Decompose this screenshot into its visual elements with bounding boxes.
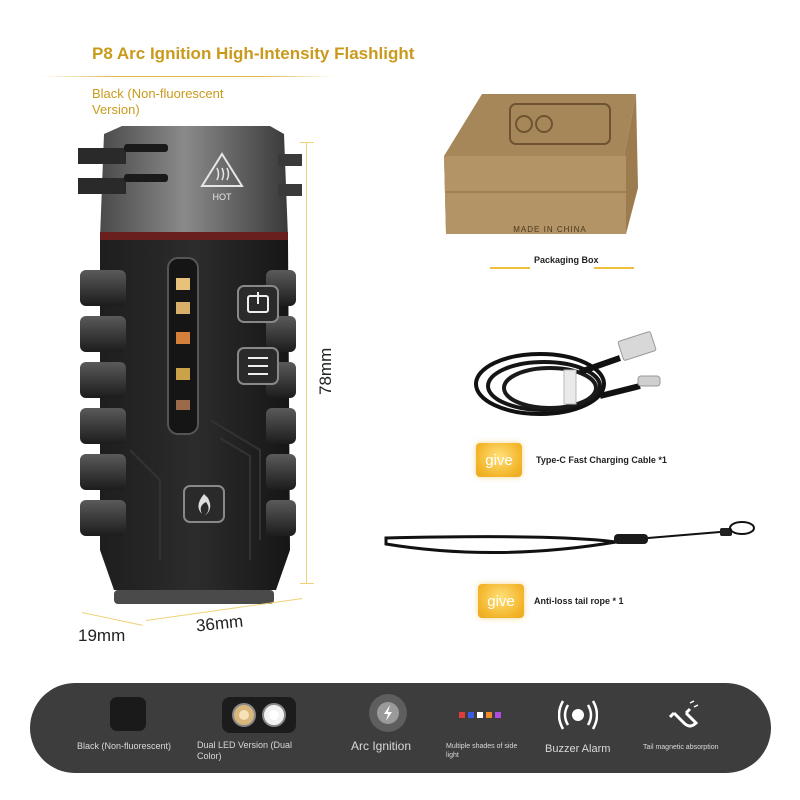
give-badge-rope: give: [478, 584, 524, 618]
height-dimension-line: [306, 142, 307, 584]
usb-cable-image: [474, 331, 661, 416]
feature-label-side-light: Multiple shades of side light: [446, 743, 518, 759]
color-dots-icon: [457, 711, 507, 719]
mode-button[interactable]: [237, 347, 279, 385]
give-badge-cable: give: [476, 443, 522, 477]
feature-label-dual-led: Dual LED Version (Dual Color): [197, 740, 293, 761]
hot-label: HOT: [213, 192, 233, 202]
side-light-color-dot: [459, 712, 465, 718]
box-print-label: MADE IN CHINA: [513, 225, 586, 234]
packaging-caption-rule-left: [490, 267, 530, 269]
buzzer-alarm-icon: [558, 697, 598, 733]
height-dimension-cap-top: [300, 142, 314, 143]
packaging-caption-rule-right: [594, 267, 634, 269]
side-light-strip: [167, 257, 199, 435]
dual-led-icon: [222, 697, 296, 733]
width-dimension-label: 36mm: [195, 611, 245, 636]
magnet-icon: [666, 699, 702, 733]
height-dimension-cap-bottom: [300, 583, 314, 584]
depth-dimension-label: 19mm: [78, 626, 126, 645]
flashlight-tail: [114, 590, 274, 604]
flashlight-image: HOT: [78, 126, 302, 604]
color-version-label: Black (Non-fluorescent Version): [92, 86, 224, 117]
hot-warning-icon: [200, 152, 244, 187]
arc-ignition-icon: [368, 693, 408, 733]
feature-label-arc-ignition: Arc Ignition: [351, 739, 412, 753]
side-light-color-dot: [468, 712, 474, 718]
feature-label-black: Black (Non-fluorescent): [77, 741, 172, 751]
flashlight-head: [100, 126, 288, 238]
title-underline: [40, 76, 336, 77]
arc-ignition-button[interactable]: [183, 485, 225, 523]
black-swatch-icon: [110, 697, 146, 731]
cable-caption: Type-C Fast Charging Cable *1: [536, 455, 667, 465]
rope-caption: Anti-loss tail rope * 1: [534, 596, 624, 606]
packaging-box-caption: Packaging Box: [534, 255, 599, 265]
lanyard-image: [384, 521, 755, 554]
side-light-color-dot: [486, 712, 492, 718]
features-bar: [30, 683, 771, 773]
power-button[interactable]: [237, 285, 279, 323]
packaging-box-image: MADE IN CHINA: [444, 94, 638, 234]
height-dimension-label: 78mm: [316, 347, 335, 395]
feature-label-magnetic: Tail magnetic absorption: [643, 744, 719, 751]
feature-label-buzzer: Buzzer Alarm: [545, 743, 611, 755]
side-light-color-dot: [477, 712, 483, 718]
side-light-color-dot: [495, 712, 501, 718]
page-title: P8 Arc Ignition High-Intensity Flashligh…: [92, 44, 415, 63]
